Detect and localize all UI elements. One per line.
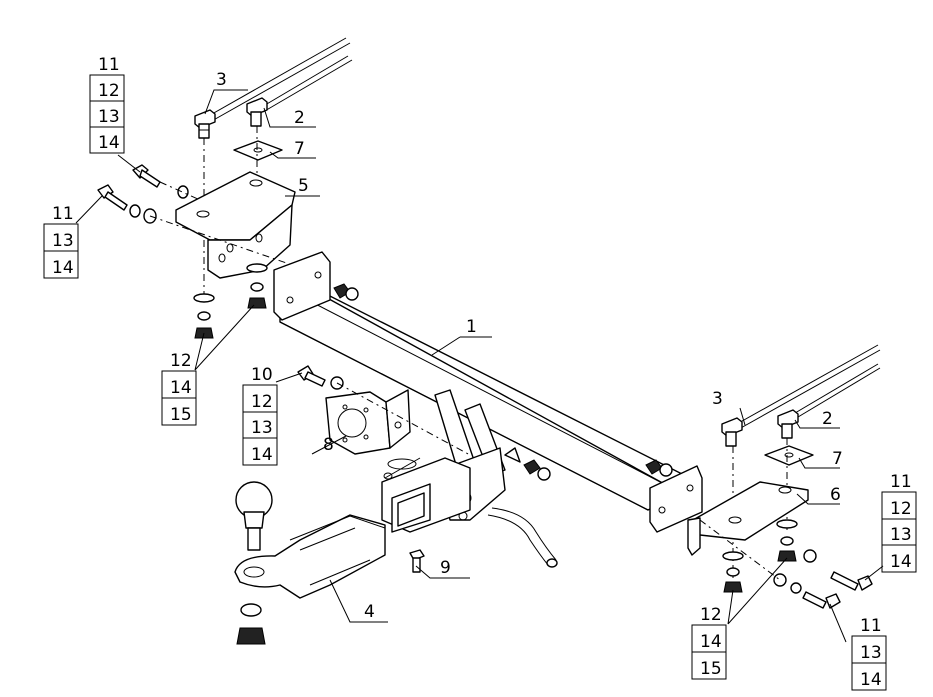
stack-right-top-1: 12 [890,499,912,519]
callout-6: 6 [830,485,841,505]
callout-2-left: 2 [294,108,305,128]
stack-mid-left-2: 14 [52,258,74,278]
stack-right-bottom-mid-1: 14 [700,632,722,652]
stack-bottom-left-1: 14 [170,378,192,398]
stack-mid-left-1: 13 [52,231,74,251]
callout-7-left: 7 [294,139,305,159]
bolt-10 [297,365,344,390]
stack-bottom-left: 12 14 15 [161,351,197,426]
nut-beam-left [333,283,359,301]
stack-bottom-left-0: 12 [170,351,192,371]
hitch-pin-clip [383,457,421,480]
callout-1-label: 1 [466,317,477,337]
callout-4-label: 4 [364,602,375,622]
stack-right-bottom-mid-0: 12 [700,605,722,625]
stack-right-bottom: 11 13 14 [851,616,887,691]
callout-6-label: 6 [830,485,841,505]
bolt-3-left [194,109,216,139]
stack-top-left-1: 12 [98,81,120,101]
bracket-6 [687,481,809,556]
stack-center-3: 14 [251,445,273,465]
callout-9-label: 9 [440,558,451,578]
cable-left [204,37,353,123]
callout-1: 1 [466,317,477,337]
stack-right-bottom-1: 13 [860,643,882,663]
stack-right-top-0: 11 [890,472,912,492]
callout-2-right-label: 2 [822,409,833,429]
callout-7-right-label: 7 [832,449,843,469]
callout-9: 9 [440,558,451,578]
callout-3-left-label: 3 [216,70,227,90]
leaders [75,89,884,643]
plate-7-left [233,140,283,161]
washers-right-stack-a [722,551,744,593]
bolt-2-left [246,97,268,127]
stack-bottom-left-2: 15 [170,405,192,425]
callout-3-right-label: 3 [712,389,723,409]
callout-8-label: 8 [323,435,334,455]
stack-right-bottom-mid-2: 15 [700,659,722,679]
bolt-3-right [721,417,743,447]
washers-left-stack-a [193,293,215,339]
plate-7-right [764,445,814,466]
callout-3-left: 3 [216,70,227,90]
callout-8: 8 [323,435,334,455]
stack-top-left-3: 14 [98,133,120,153]
callout-5: 5 [298,176,309,196]
callout-2-right: 2 [822,409,833,429]
bolt-11-upper-left [132,164,189,199]
nut-beam-mid [523,459,551,481]
stack-center: 10 12 13 14 [242,365,278,466]
receiver-mount [381,389,521,533]
ball-mount-4 [234,481,386,645]
stack-center-1: 12 [251,392,273,412]
washers-left-stack-b [246,263,268,309]
stack-right-bottom-mid: 12 14 15 [691,605,727,680]
bolt-11-right-lower [773,573,841,609]
stack-right-bottom-0: 11 [860,616,882,636]
bolt-9 [409,549,425,573]
nut-beam-right [645,459,673,477]
washers-right-stack-b [776,519,798,562]
wiring-loop [487,507,558,568]
stack-center-0: 10 [251,365,273,385]
bolt-11-right-upper [803,549,873,591]
callout-3-right: 3 [712,389,723,409]
stack-top-left: 11 12 13 14 [89,55,125,154]
main-crossbeam-1 [273,251,703,533]
bolt-11-lower-left [97,184,157,224]
stack-mid-left-0: 11 [52,204,74,224]
stack-top-left-2: 13 [98,107,120,127]
bracket-5 [175,171,296,279]
bolt-2-right [777,409,799,439]
callout-7-right: 7 [832,449,843,469]
callout-4: 4 [364,602,375,622]
stack-mid-left: 11 13 14 [43,204,79,279]
callout-2-left-label: 2 [294,108,305,128]
cable-right [734,344,881,430]
stack-center-2: 13 [251,418,273,438]
stack-right-top-2: 13 [890,525,912,545]
callout-5-label: 5 [298,176,309,196]
stack-right-bottom-2: 14 [860,670,882,690]
stack-right-top-3: 14 [890,552,912,572]
callout-7-left-label: 7 [294,139,305,159]
stack-right-top: 11 12 13 14 [881,472,917,573]
stack-top-left-0: 11 [98,55,120,75]
